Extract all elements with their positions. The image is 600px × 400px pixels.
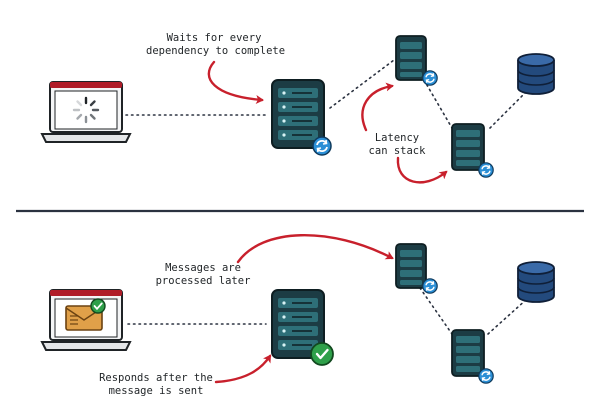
connector-service-a-to-service-b bbox=[423, 79, 453, 129]
note-line: Waits for every bbox=[166, 32, 262, 44]
loading-spinner-icon bbox=[72, 96, 100, 124]
sync-icon bbox=[422, 70, 438, 86]
note-line: can stack bbox=[368, 145, 426, 157]
bottom-section bbox=[40, 234, 555, 384]
note-line: Messages are bbox=[165, 262, 241, 274]
check-badge-icon bbox=[310, 342, 334, 366]
connector-service-b-to-database bbox=[489, 87, 531, 129]
arrow-messages-to-service-a bbox=[236, 234, 394, 264]
sync-icon bbox=[422, 278, 438, 294]
laptop-loading bbox=[40, 81, 132, 143]
bottom-connectors bbox=[127, 287, 529, 335]
connector-service-a-to-service-b-async bbox=[419, 287, 453, 335]
sync-icon bbox=[478, 368, 494, 384]
note-line: message is sent bbox=[108, 385, 204, 397]
database-icon bbox=[517, 261, 555, 303]
service-b-async bbox=[451, 329, 494, 384]
arrow-latency-to-service-a bbox=[361, 82, 394, 132]
envelope-icon bbox=[65, 305, 103, 331]
laptop-message-sent bbox=[40, 289, 132, 351]
database-icon bbox=[517, 53, 555, 95]
service-a-sync bbox=[395, 35, 438, 86]
check-icon bbox=[90, 298, 106, 314]
connector-server-to-service-a bbox=[329, 59, 395, 109]
sync-icon bbox=[312, 136, 332, 156]
note-line: processed later bbox=[155, 275, 251, 287]
arrow-responds-to-server bbox=[214, 354, 272, 384]
note-waits-for-dependency: Waits for every dependency to complete bbox=[146, 32, 286, 58]
main-server-sync bbox=[271, 79, 332, 156]
note-line: Latency bbox=[374, 132, 420, 144]
service-a-async bbox=[395, 243, 438, 294]
note-line: dependency to complete bbox=[146, 45, 286, 57]
top-section bbox=[40, 35, 555, 184]
service-b-sync bbox=[451, 123, 494, 178]
connector-service-b-to-database-async bbox=[487, 297, 529, 335]
note-responds-after-sent: Responds after the message is sent bbox=[96, 372, 216, 398]
sync-icon bbox=[478, 162, 494, 178]
note-line: Responds after the bbox=[99, 372, 213, 384]
note-latency-can-stack: Latency can stack bbox=[362, 132, 432, 158]
top-connectors bbox=[125, 59, 531, 129]
arrow-latency-to-service-b bbox=[396, 156, 448, 184]
arrow-wait-to-server bbox=[207, 60, 264, 104]
note-messages-processed-later: Messages are processed later bbox=[148, 262, 258, 288]
main-server-async bbox=[271, 289, 334, 366]
